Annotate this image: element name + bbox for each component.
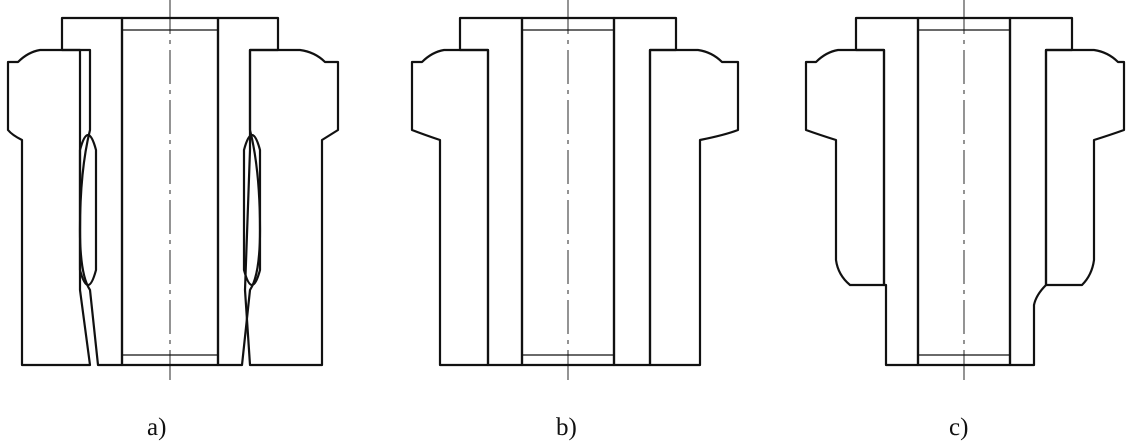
caption-b: b) [556, 414, 577, 441]
view-c-left-body [804, 48, 886, 287]
view-b [410, 0, 740, 380]
view-a-slot-left [78, 133, 98, 287]
caption-a: a) [147, 414, 167, 441]
view-a-slot-right [242, 133, 262, 287]
view-c-inner-left [854, 16, 920, 367]
view-a-inner-left [60, 16, 124, 367]
view-b-right-body [648, 48, 740, 367]
view-a-left-body [6, 48, 92, 367]
view-b-inner-right [612, 16, 678, 367]
caption-c: c) [949, 414, 969, 441]
view-c [804, 0, 1126, 380]
view-b-left-body [410, 48, 490, 367]
view-a [6, 0, 340, 380]
view-c-inner-right [1008, 16, 1074, 367]
view-c-right-body [1044, 48, 1126, 287]
view-a-right-body [243, 48, 340, 367]
view-b-inner-left [458, 16, 524, 367]
